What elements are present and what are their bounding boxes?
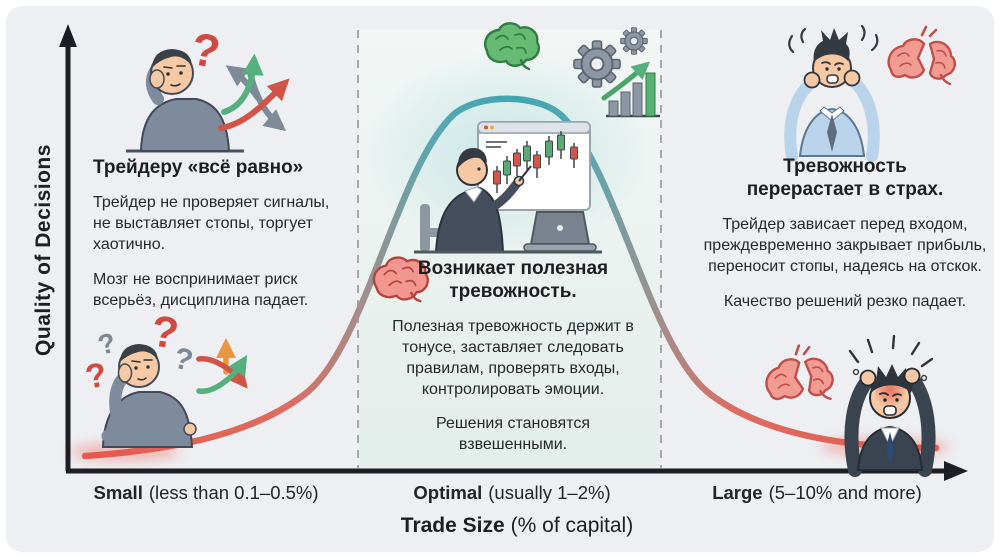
confused-trader-illustration: ? ? ? ?	[83, 307, 248, 448]
section-optimal: Возникает полезная тревожность. Полезная…	[372, 258, 654, 468]
x-tick-large-bold: Large	[712, 482, 763, 503]
bell-curve	[81, 95, 940, 460]
gear-large-icon	[573, 40, 621, 88]
tangled-arrows-icon	[218, 53, 290, 132]
x-axis-title: Trade Size(% of capital)	[401, 514, 633, 538]
presenter-illustration	[414, 121, 602, 254]
presenter-body	[434, 186, 505, 253]
hand-on-cheek	[149, 69, 165, 89]
x-tick-optimal-bold: Optimal	[413, 482, 483, 503]
section-small-para2: Мозг не воспринимает риск всерьёз, дисци…	[93, 271, 309, 310]
section-large-para1: Трейдер зависает перед входом, преждевре…	[703, 215, 987, 275]
crossing-arrows-icon	[196, 338, 248, 394]
anxious-trader-hair	[813, 28, 850, 62]
x-tick-small-bold: Small	[93, 482, 143, 503]
x-tick-large-rest: (5–10% and more)	[768, 482, 922, 503]
bored-trader-hair	[152, 49, 192, 68]
section-optimal-title: Возникает полезная тревожность.	[417, 258, 609, 302]
gear-small-icon	[620, 27, 648, 55]
x-tick-small-rest: (less than 0.1–0.5%)	[148, 482, 319, 503]
optimal-zone-illustration	[370, 22, 660, 307]
x-tick-optimal: Optimal(usually 1–2%)	[413, 482, 610, 504]
section-large-title: Тревожность перерастает в страх.	[746, 156, 944, 200]
broken-brain-icon	[887, 25, 957, 86]
stress-marks	[788, 24, 879, 54]
section-large: Тревожность перерастает в страх. Трейдер…	[702, 156, 988, 326]
x-tick-optimal-rest: (usually 1–2%)	[488, 482, 611, 503]
tie-dark	[886, 432, 894, 466]
open-mouth	[826, 74, 839, 84]
confused-trader-hair	[120, 344, 158, 362]
growth-chart-icon	[601, 61, 660, 118]
section-optimal-para1: Полезная тревожность держит в тонусе, за…	[392, 317, 634, 398]
section-small-para1: Трейдер не проверяет сигналы, не выставл…	[93, 193, 330, 254]
x-tick-small: Small(less than 0.1–0.5%)	[93, 482, 318, 504]
broken-brain-icon-2	[760, 340, 837, 409]
section-optimal-para2: Решения становятся взвешенными.	[435, 415, 591, 454]
section-small: Трейдеру «всё равно» Трейдер не проверяе…	[93, 157, 351, 325]
bored-trader-illustration: ?	[126, 22, 290, 153]
axes	[59, 24, 968, 481]
pointer-stick	[518, 165, 532, 182]
question-mark-icon: ?	[187, 22, 224, 78]
candlestick-chart-icon	[493, 131, 578, 193]
anxious-trader-illustration	[784, 24, 957, 162]
x-axis-arrow	[944, 461, 968, 481]
svg-text:?: ?	[83, 356, 110, 397]
x-axis-title-rest: (% of capital)	[510, 514, 634, 537]
section-large-para2: Качество решений резко падает.	[723, 292, 967, 310]
y-axis-arrow	[59, 24, 77, 47]
y-axis-label: Quality of Decisions	[32, 144, 55, 356]
messy-hair	[866, 364, 915, 393]
tie	[827, 114, 837, 152]
panic-marks	[848, 334, 934, 368]
panicking-trader-illustration	[760, 334, 936, 477]
laptop-icon	[523, 211, 597, 252]
x-tick-large: Large(5–10% and more)	[712, 482, 922, 504]
section-small-title: Трейдеру «всё равно»	[93, 157, 304, 178]
x-axis-title-bold: Trade Size	[400, 514, 505, 537]
